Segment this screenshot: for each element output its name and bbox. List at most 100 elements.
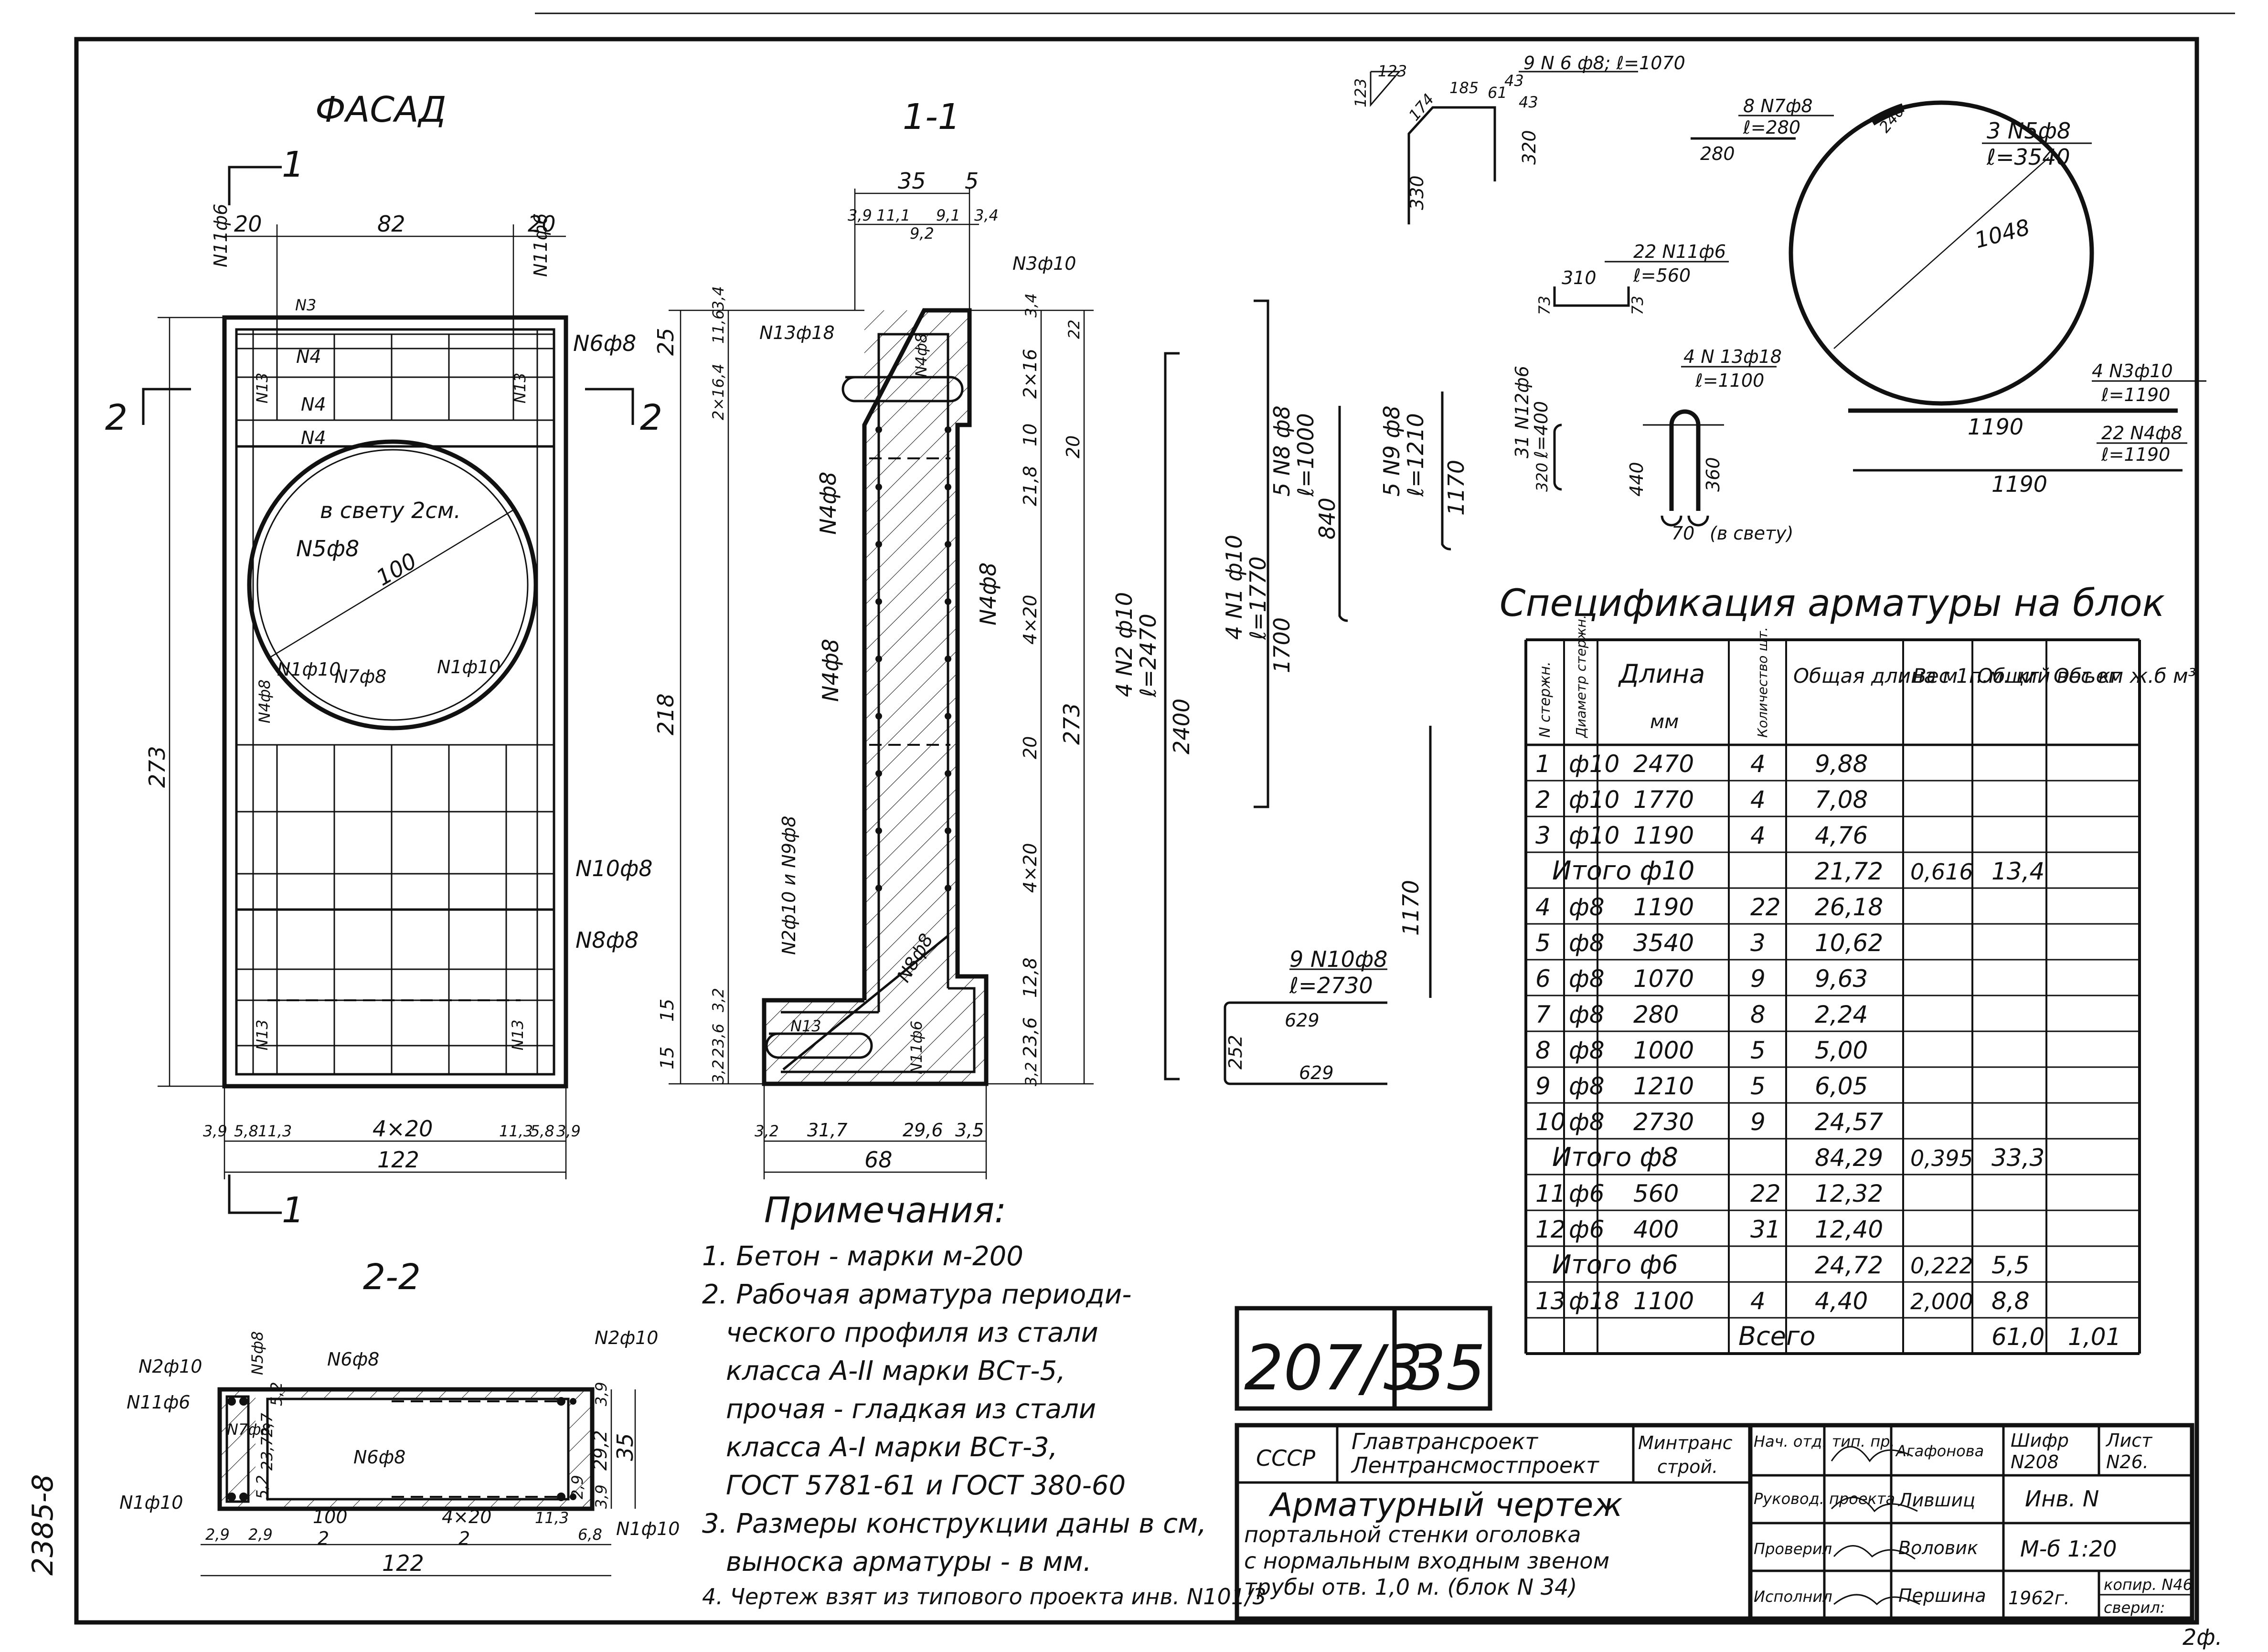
label-n1f10-a: N1ф10 xyxy=(277,659,341,680)
spec-row-label-16: Всего xyxy=(1738,1321,1815,1351)
cut-marker-1-bottom xyxy=(228,1175,282,1214)
s11-label-n4f8-b: N4ф8 xyxy=(818,639,843,702)
spec-head-num: N стержн. xyxy=(1537,661,1554,738)
s22-bottom-h: 6,8 xyxy=(578,1525,602,1544)
spec-row-num-5: 5 xyxy=(1535,929,1551,957)
spec-row-total-len-2: 4,76 xyxy=(1815,822,1868,849)
spec-row-num-8: 8 xyxy=(1535,1037,1551,1064)
s11-right-a: 3,4 xyxy=(1022,293,1040,318)
stamp-ussr: СССР xyxy=(1256,1445,1315,1471)
spec-row-len-2: 1190 xyxy=(1633,822,1694,849)
s11-left-chain-a: 25 xyxy=(653,328,679,356)
s22-label-n7f8: N7ф8 xyxy=(227,1420,271,1439)
spec-row-qty-13: 31 xyxy=(1750,1216,1781,1243)
facade-rebar-cage xyxy=(235,328,555,1076)
spec-row-num-1: 2 xyxy=(1535,786,1551,814)
bar-n1-len: ℓ=1770 xyxy=(1245,556,1271,640)
spec-row-num-12: 11 xyxy=(1535,1180,1566,1207)
spec-head-len: Длина xyxy=(1618,659,1705,689)
bar-n2-len: ℓ=2470 xyxy=(1135,614,1161,698)
spec-row-qty-7: 8 xyxy=(1750,1001,1766,1028)
spec-row-dia-1: ф10 xyxy=(1569,786,1619,814)
stamp-title2: портальной стенки оголовка xyxy=(1244,1522,1581,1547)
s22-label-n6f8-bottom: N6ф8 xyxy=(353,1447,405,1468)
spec-row-num-0: 1 xyxy=(1535,750,1551,778)
s11-top-chain-d: 9,1 xyxy=(936,206,960,224)
spec-row-total-wt-11: 33,3 xyxy=(1991,1144,2044,1172)
spec-row-len-1: 1770 xyxy=(1633,786,1694,814)
s11-left-small-a: 11,6 xyxy=(709,310,727,344)
s22-label-n6f8-top: N6ф8 xyxy=(327,1349,379,1370)
spec-row-total-len-4: 26,18 xyxy=(1815,893,1883,921)
s11-right-i: 4×20 xyxy=(1020,843,1041,893)
stamp-cipher: N208 xyxy=(2011,1451,2059,1472)
cut-label-1-top: 1 xyxy=(282,144,304,185)
stamp-sheet-big: 35 xyxy=(1406,1332,1485,1404)
s22-left-a: 5,2 xyxy=(253,1475,271,1499)
bar-n11-dim-a: 310 xyxy=(1562,267,1597,288)
dim-chain-d: 4×20 xyxy=(373,1116,433,1142)
spec-row-qty-2: 4 xyxy=(1750,822,1766,849)
dim-20-right: 20 xyxy=(528,211,556,237)
bar-n2-dim: 2400 xyxy=(1169,699,1194,754)
spec-row-num-2: 3 xyxy=(1535,822,1551,849)
spec-row-qty-15: 4 xyxy=(1750,1287,1766,1315)
dim-chain-g: 3,9 xyxy=(556,1122,581,1140)
spec-row-label-3: Итого ф10 xyxy=(1552,856,1694,886)
bar-n7-dim: 280 xyxy=(1700,143,1735,164)
bar-n1-label: 4 N1 ф10 xyxy=(1221,535,1247,640)
bar-n13-dim-a: 440 xyxy=(1626,462,1647,497)
stamp-scale: М-б 1:20 xyxy=(2020,1536,2117,1562)
signature-4 xyxy=(1833,1594,1920,1606)
s11-right-c: 2×16 xyxy=(1020,349,1041,399)
bar-n2-label: 4 N2 ф10 xyxy=(1111,592,1137,697)
note-line-10: 4. Чертеж взят из типового проекта инв. … xyxy=(702,1584,1267,1610)
dim-20-left: 20 xyxy=(234,211,262,237)
label-n13-a: N13 xyxy=(253,372,271,403)
facade-title: ФАСАД xyxy=(315,89,446,130)
s11-top-chain-a: 3,9 xyxy=(848,206,872,224)
spec-row-total-wt-16: 61,0 xyxy=(1991,1323,2044,1351)
s22-total: 122 xyxy=(382,1550,424,1576)
cut-marker-2-left xyxy=(142,388,191,425)
s22-left-c: 23,7 xyxy=(258,1436,276,1471)
bar-n6-dim-i: 320 xyxy=(1519,130,1540,165)
s11-right-e: 20 xyxy=(1063,435,1084,458)
stamp-name-1: Агафонова xyxy=(1895,1442,1984,1460)
bar-n6-dim-b: 123 xyxy=(1352,78,1370,107)
spec-row-dia-10: ф8 xyxy=(1569,1108,1605,1136)
spec-row-dia-13: ф6 xyxy=(1569,1216,1605,1243)
spec-row-total-len-6: 9,63 xyxy=(1815,965,1868,993)
label-n8f8: N8ф8 xyxy=(575,927,639,953)
bar-1170-dim: 1170 xyxy=(1398,880,1424,936)
section-2-2: 2-2 N2ф10 N5ф8 N11ф6 N7ф8 N1ф10 N6ф8 N6ф… xyxy=(119,1257,680,1577)
s11-label-n4f8-top: N4ф8 xyxy=(912,333,930,377)
dim-273: 273 xyxy=(144,746,170,788)
spec-row-qty-12: 22 xyxy=(1750,1180,1781,1207)
bar-n11-dim-b: 73 xyxy=(1535,296,1554,315)
pipe-opening xyxy=(247,439,538,731)
s11-right-b: 22 xyxy=(1065,319,1083,339)
section-1-1: 1-1 N13ф18 N3ф10 N4ф8 N4ф8 N4ф8 N4ф8 N2ф… xyxy=(653,96,1094,1179)
s11-bottom-d: 3,5 xyxy=(955,1120,984,1141)
note-line-5: прочая - гладкая из стали xyxy=(726,1394,1096,1425)
label-n4f8: N4ф8 xyxy=(256,679,274,723)
spec-row-unit-wt-14: 0,222 xyxy=(1910,1253,1973,1279)
note-line-1: 1. Бетон - марки м-200 xyxy=(702,1241,1023,1272)
hole-diameter-label: 100 xyxy=(372,548,421,591)
s22-bottom-a: 2,9 xyxy=(205,1525,230,1544)
bar-n6-dim-h: 330 xyxy=(1406,175,1427,210)
spec-row-qty-1: 4 xyxy=(1750,786,1766,814)
bar-n8-dim: 840 xyxy=(1314,498,1340,540)
spec-row-total-len-0: 9,88 xyxy=(1815,750,1868,778)
note-line-2: 2. Рабочая арматура периоди- xyxy=(702,1279,1131,1310)
section-concrete xyxy=(764,310,986,1084)
spec-row-total-len-11: 84,29 xyxy=(1815,1144,1883,1172)
label-clearance: в свету 2см. xyxy=(320,498,461,523)
sheet-frame xyxy=(74,37,2199,1625)
bar-n13-dim-b: 360 xyxy=(1703,457,1724,492)
note-line-9: выноска арматуры - в мм. xyxy=(726,1546,1092,1578)
s11-left-chain-c: 218 xyxy=(653,693,679,735)
